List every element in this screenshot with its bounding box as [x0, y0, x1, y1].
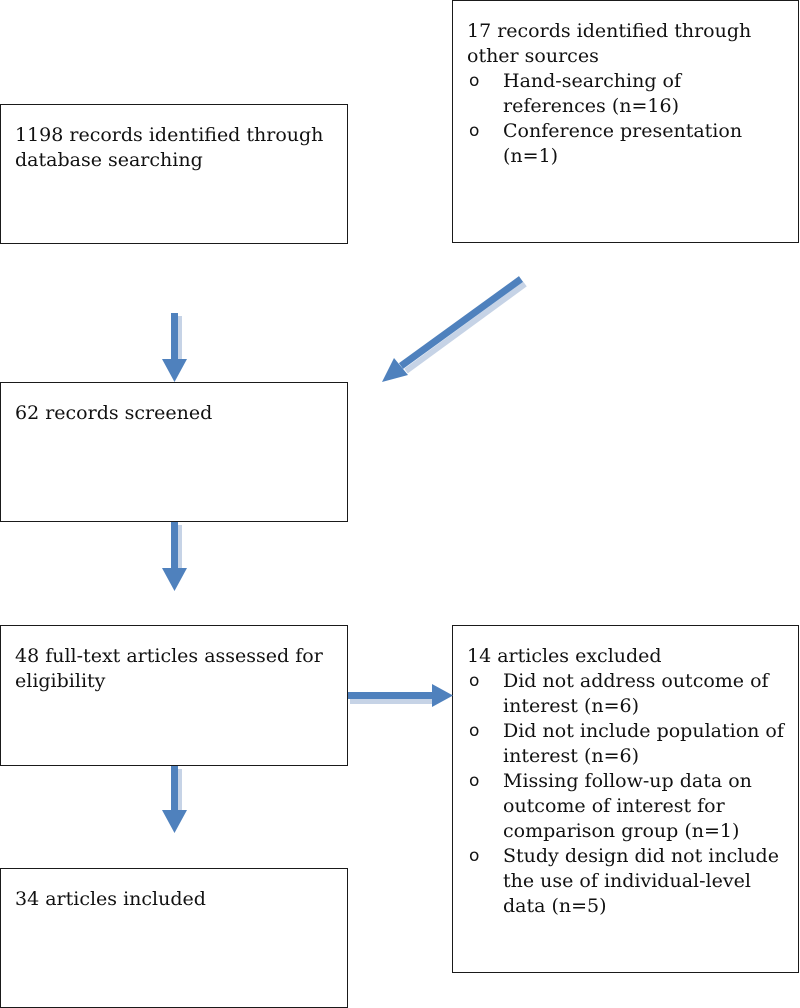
- articles-excluded-text: 14 articles excluded: [467, 645, 662, 667]
- box-articles-included: 34 articles included: [0, 868, 348, 1008]
- list-item: o Did not address outcome of interest (n…: [467, 669, 784, 719]
- full-text-assessed-text: 48 full-text articles assessed for eligi…: [15, 645, 323, 692]
- box-database-records: 1198 records identified through database…: [0, 104, 348, 244]
- list-item: o Study design did not include the use o…: [467, 844, 784, 919]
- records-screened-text: 62 records screened: [15, 402, 213, 424]
- bullet-icon: o: [469, 771, 480, 791]
- arrow-screened-to-full-text-icon: [162, 522, 187, 591]
- list-item-text: Hand-searching of references (n=16): [503, 70, 681, 117]
- arrow-database-to-screened-icon: [162, 313, 187, 382]
- list-item-text: Missing follow-up data on outcome of int…: [503, 770, 752, 842]
- other-sources-list: o Hand-searching of references (n=16) o …: [467, 69, 784, 169]
- bullet-icon: o: [469, 846, 480, 866]
- bullet-icon: o: [469, 721, 480, 741]
- box-articles-excluded: 14 articles excluded o Did not address o…: [452, 625, 799, 973]
- list-item-text: Did not address outcome of interest (n=6…: [503, 670, 769, 717]
- database-records-text: 1198 records identified through database…: [15, 124, 324, 171]
- list-item: o Did not include population of interest…: [467, 719, 784, 769]
- bullet-icon: o: [469, 121, 480, 141]
- list-item-text: Did not include population of interest (…: [503, 720, 784, 767]
- list-item: o Conference presentation (n=1): [467, 119, 784, 169]
- bullet-icon: o: [469, 671, 480, 691]
- arrow-full-text-to-included-icon: [162, 766, 187, 833]
- list-item-text: Conference presentation (n=1): [503, 120, 743, 167]
- exclusion-reasons-list: o Did not address outcome of interest (n…: [467, 669, 784, 919]
- articles-included-text: 34 articles included: [15, 888, 206, 910]
- list-item-text: Study design did not include the use of …: [503, 845, 779, 917]
- list-item: o Missing follow-up data on outcome of i…: [467, 769, 784, 844]
- list-item: o Hand-searching of references (n=16): [467, 69, 784, 119]
- arrow-other-sources-to-screened-icon: [382, 276, 527, 382]
- box-records-screened: 62 records screened: [0, 382, 348, 522]
- box-full-text-assessed: 48 full-text articles assessed for eligi…: [0, 625, 348, 766]
- other-sources-text: 17 records identified through other sour…: [467, 20, 752, 67]
- bullet-icon: o: [469, 71, 480, 91]
- box-other-sources: 17 records identified through other sour…: [452, 0, 799, 243]
- arrow-full-text-to-excluded-icon: [348, 684, 453, 707]
